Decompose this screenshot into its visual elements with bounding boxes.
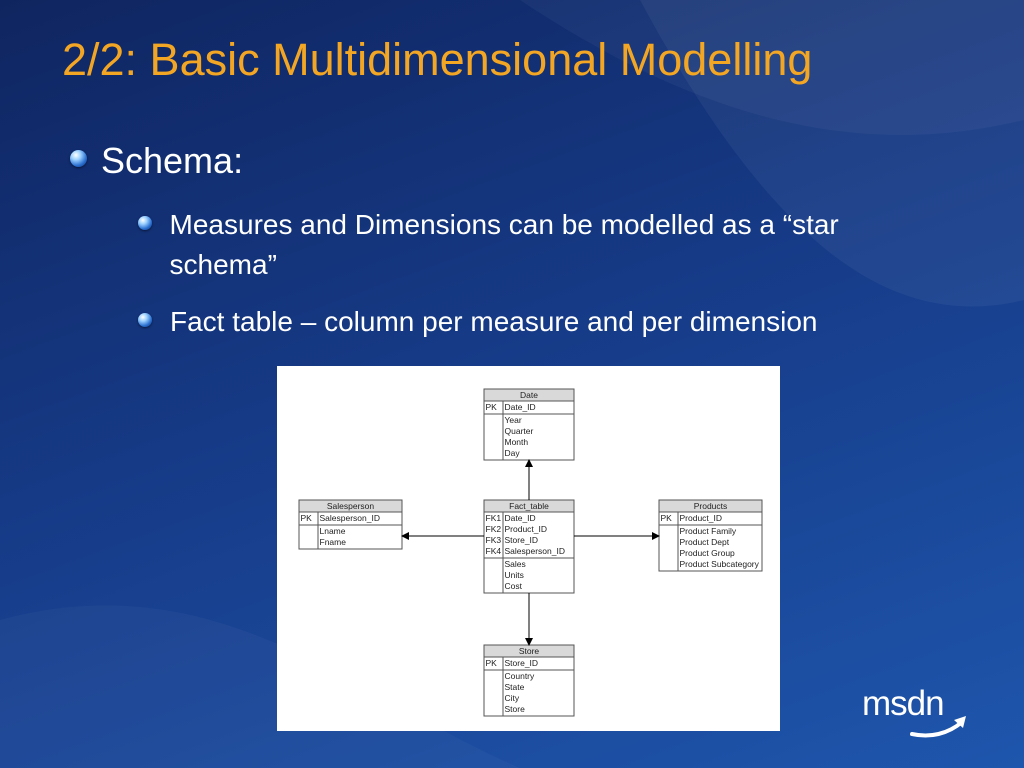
table-column: Fname (320, 537, 347, 547)
table-header (658, 499, 763, 513)
bullet-orb-icon (138, 313, 152, 327)
table-column: Lname (320, 526, 346, 536)
table-header (483, 388, 575, 402)
msdn-swoosh-icon (910, 716, 966, 738)
table-column: Cost (505, 581, 523, 591)
table-column: Product Dept (680, 537, 730, 547)
table-column: Month (505, 437, 529, 447)
bullet-fact-table: Fact table – column per measure and per … (138, 302, 998, 342)
table-column: City (505, 693, 520, 703)
table-column: Store (505, 704, 526, 714)
table-column: Quarter (505, 426, 534, 436)
key-label: FK2 (486, 524, 502, 534)
key-label: FK3 (486, 535, 502, 545)
bullet-text: Measures and Dimensions can be modelled … (169, 209, 839, 280)
table-column: Units (505, 570, 524, 580)
bullet-orb-icon (138, 216, 152, 230)
table-column: Day (505, 448, 521, 458)
key-column: Product_ID (505, 524, 548, 534)
key-column: Salesperson_ID (505, 546, 565, 556)
table-column: Sales (505, 559, 526, 569)
table-column: State (505, 682, 525, 692)
bullet-schema: Schema: (70, 140, 243, 182)
key-label: FK4 (486, 546, 502, 556)
key-label: PK (301, 513, 313, 523)
bullet-star-schema: Measures and Dimensions can be modelled … (138, 205, 928, 285)
key-label: PK (661, 513, 673, 523)
slide-title: 2/2: Basic Multidimensional Modelling (62, 34, 813, 85)
table-name: Products (694, 501, 728, 511)
table-column: Product Subcategory (680, 559, 760, 569)
key-label: PK (486, 402, 498, 412)
key-column: Date_ID (505, 402, 536, 412)
table-name: Fact_table (509, 501, 549, 511)
key-column: Date_ID (505, 513, 536, 523)
table-fact: Fact_tableFK1FK2FK3FK4Date_IDProduct_IDS… (483, 499, 575, 594)
msdn-logo-text: msdn (862, 684, 945, 723)
key-column: Store_ID (505, 535, 539, 545)
key-column: Salesperson_ID (320, 513, 380, 523)
table-column: Country (505, 671, 536, 681)
key-label: PK (486, 658, 498, 668)
table-name: Salesperson (327, 501, 375, 511)
table-column: Product Family (680, 526, 737, 536)
table-header (298, 499, 403, 513)
table-column: Product Group (680, 548, 736, 558)
key-label: FK1 (486, 513, 502, 523)
key-column: Product_ID (680, 513, 723, 523)
table-name: Store (519, 646, 540, 656)
table-column: Year (505, 415, 522, 425)
key-column: Store_ID (505, 658, 539, 668)
table-name: Date (520, 390, 538, 400)
table-frame (483, 499, 575, 594)
msdn-logo: msdn (862, 684, 972, 744)
bullet-text: Fact table – column per measure and per … (170, 306, 818, 337)
bullet-text: Schema: (101, 140, 244, 181)
bullet-orb-icon (70, 150, 87, 167)
